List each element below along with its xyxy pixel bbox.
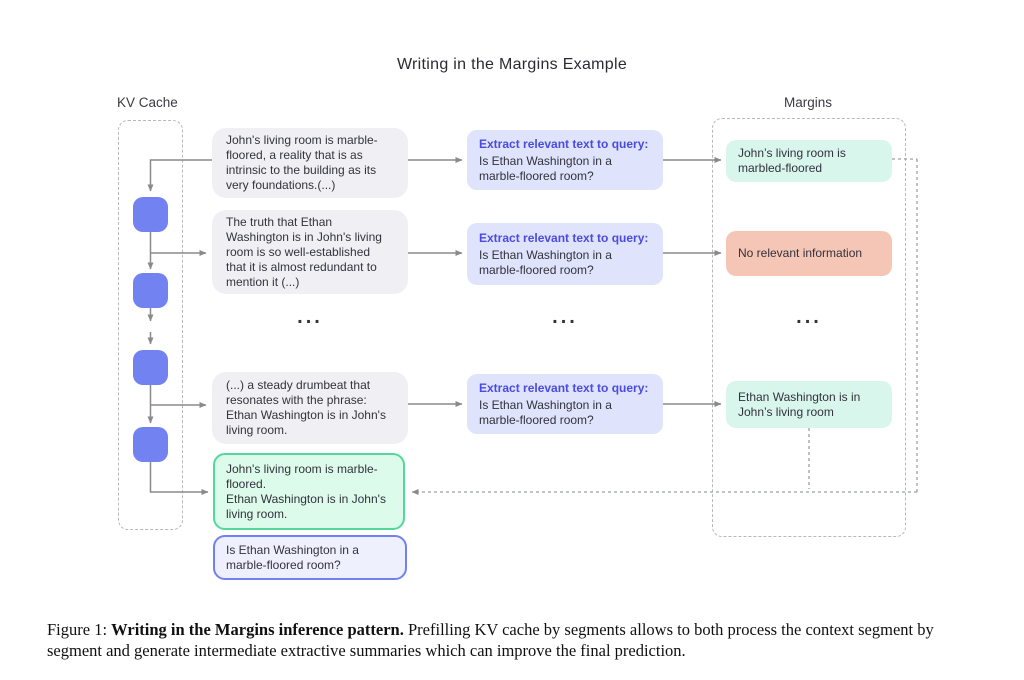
extract-title-3: Extract relevant text to query: — [479, 380, 649, 395]
segment-text-2: The truth that Ethan Washington is in Jo… — [226, 214, 382, 289]
segment-box-1: John's living room is marble- floored, a… — [212, 128, 408, 198]
kv-block-1 — [133, 197, 168, 232]
caption-prefix: Figure 1: — [47, 620, 112, 639]
segment-box-3: (...) a steady drumbeat that resonates w… — [212, 372, 408, 444]
extract-box-3: Extract relevant text to query: Is Ethan… — [467, 374, 663, 434]
ellipsis-segments: ... — [297, 306, 323, 328]
extract-box-1: Extract relevant text to query: Is Ethan… — [467, 130, 663, 190]
final-query-box: Is Ethan Washington in a marble-floored … — [213, 535, 407, 580]
extract-title-1: Extract relevant text to query: — [479, 136, 649, 151]
kv-block-2 — [133, 273, 168, 308]
kv-cache-region — [118, 120, 183, 530]
final-answer-box: John's living room is marble- floored. E… — [213, 453, 405, 530]
margin-note-1: John’s living room is marbled-floored — [726, 140, 892, 182]
segment-box-2: The truth that Ethan Washington is in Jo… — [212, 210, 408, 294]
caption-rest: Prefilling KV cache by segments allows t… — [47, 620, 934, 660]
margin-note-text-1: John’s living room is marbled-floored — [738, 146, 846, 175]
final-query-text: Is Ethan Washington in a marble-floored … — [226, 542, 359, 572]
margins-region — [712, 118, 906, 537]
caption-bold: Writing in the Margins inference pattern… — [111, 620, 404, 639]
margins-label: Margins — [783, 95, 832, 110]
extract-box-2: Extract relevant text to query: Is Ethan… — [467, 223, 663, 285]
margin-note-2: No relevant information — [726, 231, 892, 276]
extract-query-1: Is Ethan Washington in a marble-floored … — [479, 153, 612, 183]
extract-query-2: Is Ethan Washington in a marble-floored … — [479, 247, 612, 277]
ellipsis-margins: ... — [796, 306, 822, 328]
margin-note-text-2: No relevant information — [738, 246, 863, 260]
figure-caption: Figure 1: Writing in the Margins inferen… — [47, 620, 981, 662]
segment-text-1: John's living room is marble- floored, a… — [226, 133, 378, 192]
final-answer-text: John's living room is marble- floored. E… — [226, 461, 386, 521]
extract-query-3: Is Ethan Washington in a marble-floored … — [479, 397, 612, 427]
figure-title: Writing in the Margins Example — [396, 56, 628, 73]
ellipsis-extracts: ... — [552, 306, 578, 328]
margin-note-3: Ethan Washington is in John’s living roo… — [726, 381, 892, 428]
segment-text-3: (...) a steady drumbeat that resonates w… — [226, 378, 386, 437]
kv-cache-label: KV Cache — [117, 95, 178, 110]
extract-title-2: Extract relevant text to query: — [479, 230, 649, 245]
margin-note-text-3: Ethan Washington is in John’s living roo… — [738, 389, 861, 419]
kv-block-3 — [133, 350, 168, 385]
kv-block-4 — [133, 427, 168, 462]
